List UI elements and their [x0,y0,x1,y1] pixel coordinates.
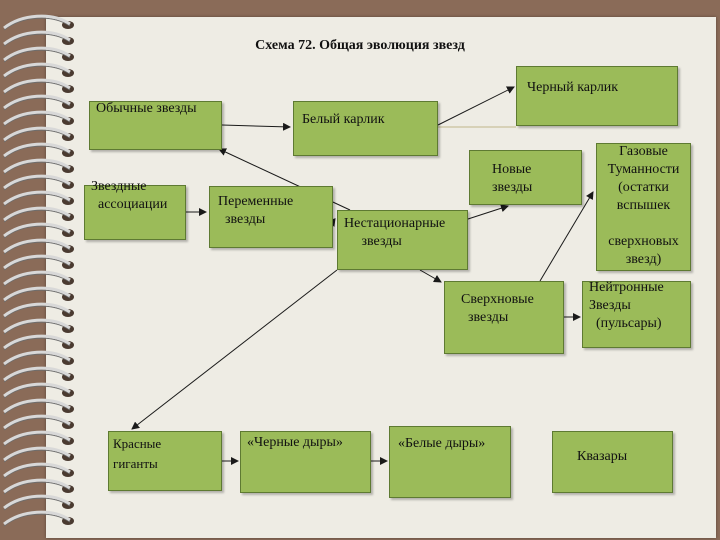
node-new-stars: Новые звезды [469,150,582,205]
diagram-title: Схема 72. Общая эволюция звезд [255,38,465,53]
node-unstable-stars: Нестационарные звезды [337,210,468,270]
node-white-dwarf-label: Белый карлик [302,112,385,127]
node-black-holes: «Черные дыры» [240,431,371,493]
node-white-holes: «Белые дыры» [389,426,511,498]
node-variable-stars-label: Переменные звезды [218,194,294,227]
node-gas-nebulae: Газовые Туманности (остатки вспышек свер… [596,143,691,271]
node-ordinary-stars-label: Обычные звезды [96,101,197,116]
node-white-holes-label: «Белые дыры» [398,436,486,451]
node-supernovae-label: Сверхновые звезды [461,292,534,325]
node-black-dwarf-label: Черный карлик [527,80,619,95]
node-ordinary-stars: Обычные звезды [89,101,222,150]
node-variable-stars: Переменные звезды [209,186,333,248]
node-stellar-associations-label: Звездные ассоциации [91,179,168,212]
node-unstable-stars-label: Нестационарные звезды [344,216,446,249]
node-neutron-stars: Нейтронные Звезды (пульсары) [582,280,691,348]
node-quasars-label: Квазары [577,449,628,464]
node-stellar-associations: Звездные ассоциации [84,179,186,240]
node-quasars: Квазары [552,431,673,493]
node-new-stars-label: Новые звезды [492,162,533,195]
node-black-holes-label: «Черные дыры» [247,435,343,450]
node-neutron-stars-label: Нейтронные Звезды (пульсары) [589,280,664,331]
node-supernovae: Сверхновые звезды [444,281,564,354]
node-black-dwarf: Черный карлик [516,66,678,126]
node-red-giants-label: Красные гиганты [113,436,162,471]
node-gas-nebulae-label: Газовые Туманности (остатки вспышек свер… [607,144,680,267]
node-red-giants: Красные гиганты [108,431,222,491]
node-white-dwarf: Белый карлик [293,101,438,156]
